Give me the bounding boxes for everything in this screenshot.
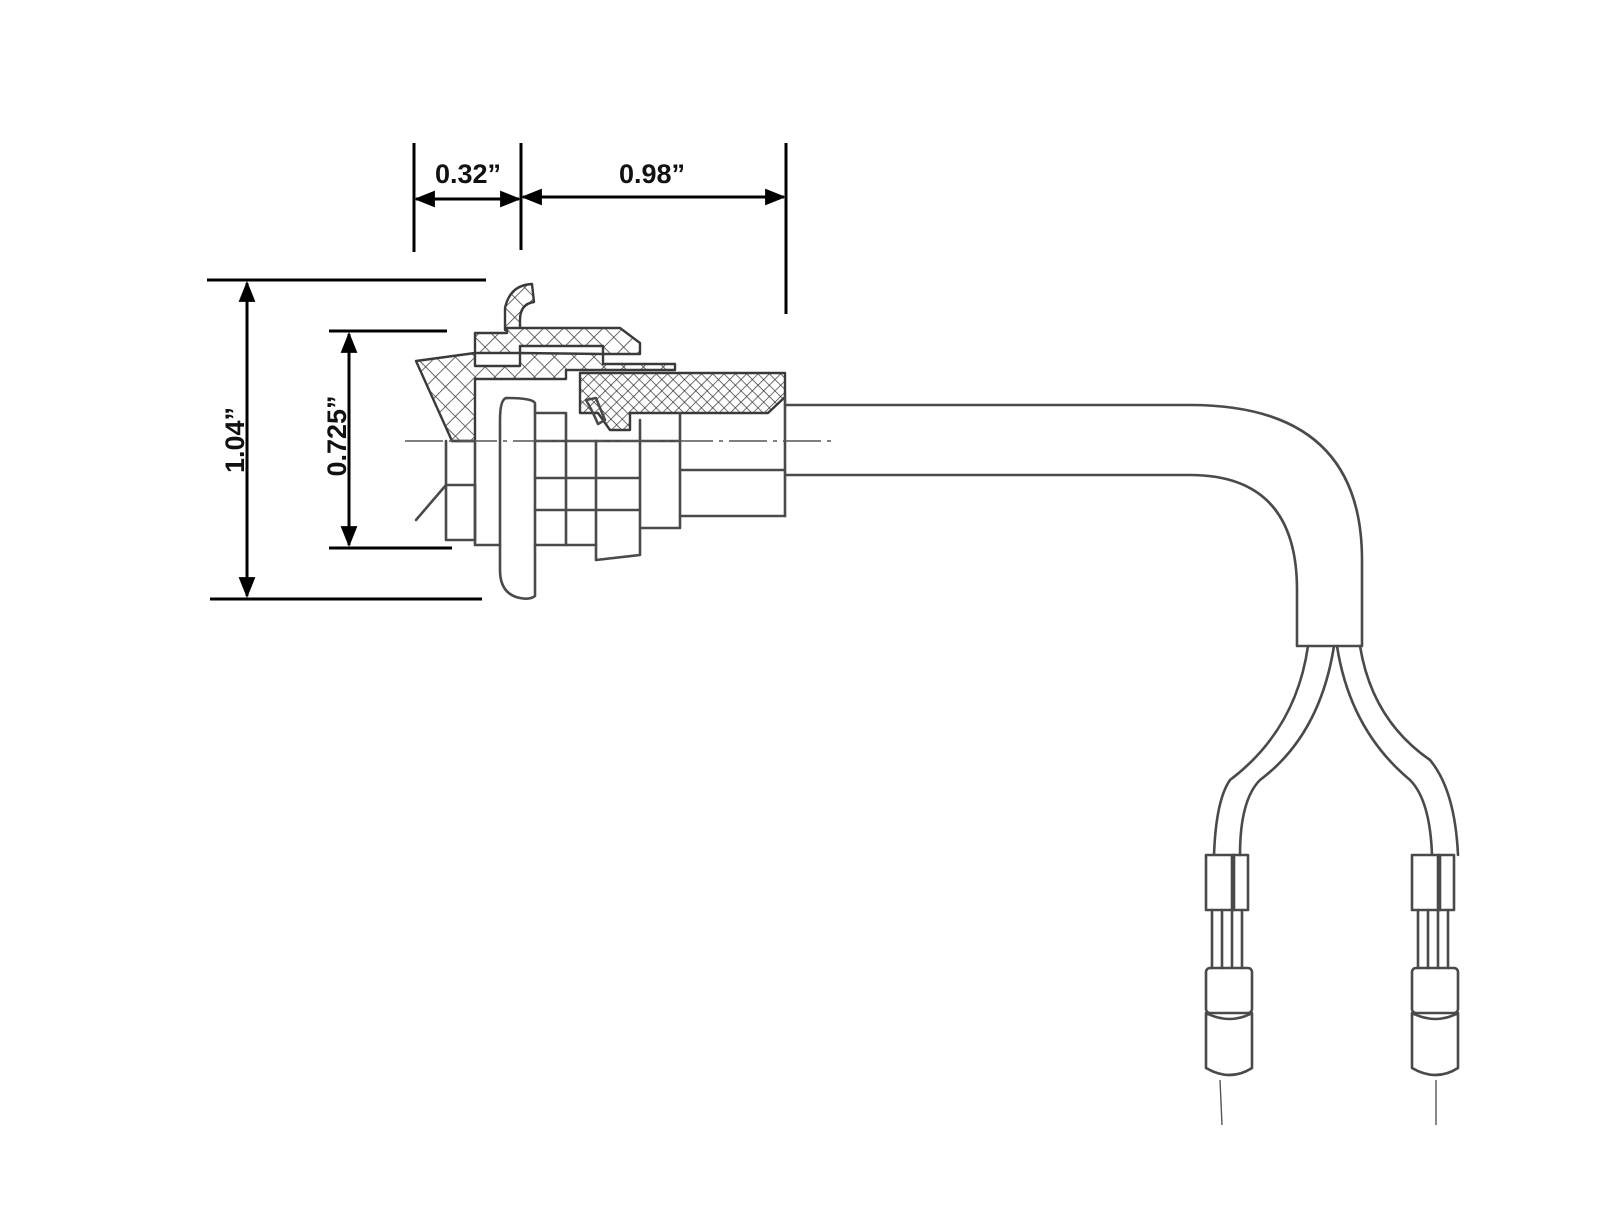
dimension-body-length: 0.98” xyxy=(520,143,788,314)
latch-hook xyxy=(503,282,536,332)
cable xyxy=(783,403,1460,857)
wire-left xyxy=(1212,644,1336,857)
front-housing-section xyxy=(414,351,677,443)
seal-detail xyxy=(584,396,607,426)
dimension-label-flange-depth: 0.32” xyxy=(435,159,501,189)
dimension-overall-height: 1.04” xyxy=(207,278,486,601)
terminal-right xyxy=(1410,853,1460,1125)
dimension-label-body-length: 0.98” xyxy=(619,159,685,189)
connector-section xyxy=(414,282,787,443)
insert-section xyxy=(578,371,787,432)
dimension-body-diameter: 0.725” xyxy=(322,329,452,550)
wire-right xyxy=(1335,644,1460,857)
terminal-left xyxy=(1204,853,1254,1126)
dimension-label-body-diameter: 0.725” xyxy=(322,395,352,476)
cable-jacket xyxy=(783,403,1364,648)
dimension-flange-depth: 0.32” xyxy=(412,143,523,252)
latch-arm xyxy=(473,326,642,356)
flange-ring xyxy=(498,396,537,600)
dimension-label-overall-height: 1.04” xyxy=(220,407,250,473)
